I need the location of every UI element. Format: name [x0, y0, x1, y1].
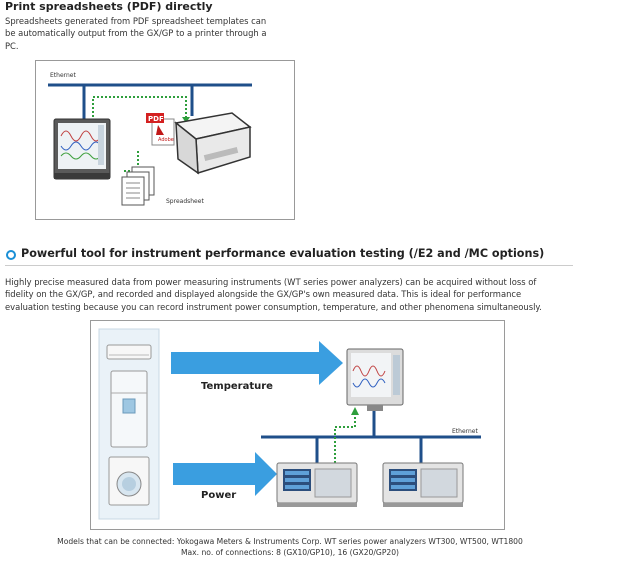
printer-icon: [174, 112, 252, 175]
section1-line-3: PC.: [5, 40, 19, 51]
section2-line-3: evaluation testing because you can recor…: [5, 301, 542, 312]
power-arrow: [173, 452, 277, 496]
ethernet-label: Ethernet: [50, 72, 76, 79]
air-conditioner-icon: [106, 344, 152, 360]
performance-testing-diagram-svg: Temperature Power Ethernet: [98, 328, 481, 520]
flow-arrowhead: [182, 117, 190, 123]
section1-line-1: Spreadsheets generated from PDF spreadsh…: [5, 16, 267, 26]
recorder-device-icon: [346, 348, 404, 411]
section1-paragraph: Spreadsheets generated from PDF spreadsh…: [5, 15, 290, 52]
section2-line-2: fidelity on the GX/GP, and recorded and …: [5, 289, 522, 300]
footnote-models: Models that can be connected: Yokogawa M…: [57, 537, 523, 546]
power-label: Power: [201, 490, 236, 501]
power-analyzer-1-icon: [276, 462, 358, 507]
recorder-device-icon: [53, 118, 111, 180]
footnote-max-connections: Max. no. of connections: 8 (GX10/GP10), …: [180, 548, 400, 557]
pdf-label: PDF: [148, 115, 164, 123]
pdf-print-diagram-svg: Ethernet PDF A: [48, 72, 252, 206]
power-analyzer-2-icon: [382, 462, 464, 507]
section1-heading: Print spreadsheets (PDF) directly: [5, 0, 213, 13]
refrigerator-icon: [110, 370, 148, 448]
adobe-label: Adobe: [158, 137, 174, 143]
temperature-label: Temperature: [201, 381, 273, 392]
data-flow-dotted-line: [334, 413, 356, 463]
pdf-document-icon: PDF Adobe: [146, 113, 175, 146]
bullet-icon: [6, 250, 16, 260]
flow-arrowhead: [351, 407, 359, 415]
temperature-arrow: [171, 341, 343, 385]
pdf-print-diagram: Ethernet PDF A: [35, 60, 295, 220]
data-flow-dotted-line: [92, 96, 187, 121]
performance-testing-diagram: Temperature Power Ethernet: [90, 320, 505, 530]
section2-line-1: Highly precise measured data from power …: [5, 277, 537, 287]
section1-line-2: be automatically output from the GX/GP t…: [5, 28, 267, 39]
washing-machine-icon: [108, 456, 150, 506]
section2-heading: Powerful tool for instrument performance…: [21, 247, 545, 260]
spreadsheet-icon: [121, 166, 155, 206]
section2-paragraph: Highly precise measured data from power …: [5, 276, 595, 313]
section2-header: Powerful tool for instrument performance…: [5, 245, 573, 266]
spreadsheet-label: Spreadsheet: [166, 198, 204, 205]
ethernet-label: Ethernet: [452, 428, 478, 435]
